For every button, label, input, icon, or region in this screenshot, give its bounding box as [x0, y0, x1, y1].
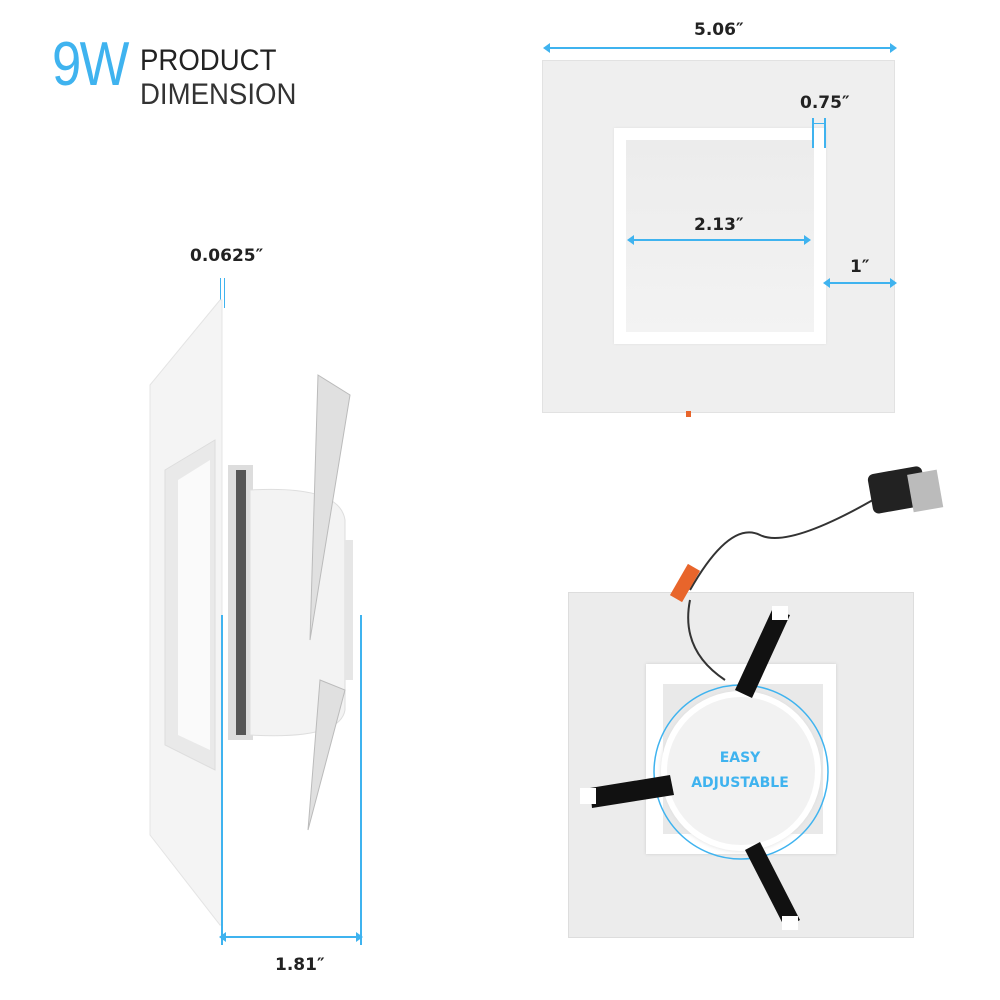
driver-housing: [667, 697, 815, 845]
dim-trim-width: 0.75″: [800, 93, 850, 113]
dim-trim-tick-left: [812, 118, 814, 148]
top-view-aperture: [614, 128, 826, 344]
dim-trim-thickness: 0.0625″: [190, 246, 264, 266]
back-view-trim: [568, 592, 914, 938]
dim-line-total-width: [543, 43, 897, 53]
dim-depth-tick-left: [221, 615, 223, 945]
dim-depth-tick-right: [360, 615, 362, 945]
callout-easy: EASY: [719, 750, 761, 766]
dim-line-depth: [219, 932, 363, 942]
dim-thickness-tick-right: [224, 278, 225, 308]
dim-aperture: 2.13″: [694, 215, 744, 235]
dim-edge: 1″: [850, 257, 870, 277]
dim-total-width: 5.06″: [694, 20, 744, 40]
dim-depth: 1.81″: [275, 955, 325, 975]
connector-tab: [686, 411, 691, 417]
callout-adjustable: ADJUSTABLE: [691, 775, 789, 791]
dim-trim-tick-right: [824, 118, 826, 148]
top-view-trim: [542, 60, 895, 413]
title-product: PRODUCT: [140, 44, 277, 77]
title-dimension: DIMENSION: [140, 78, 297, 111]
dim-trim-line: [812, 123, 825, 124]
wattage-label: 9W: [52, 30, 129, 99]
dim-thickness-tick-left: [220, 278, 221, 308]
dim-line-edge: [823, 278, 897, 288]
back-view-illustration: [580, 466, 944, 930]
dim-line-aperture: [627, 235, 811, 245]
